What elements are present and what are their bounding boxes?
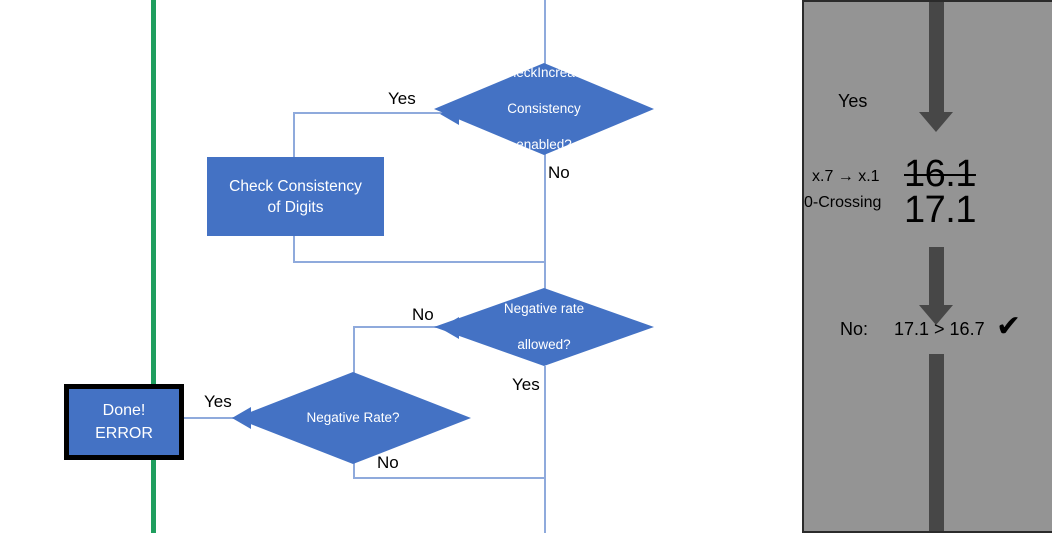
- process-check-consistency-of-digits[interactable]: Check Consistency of Digits: [207, 157, 384, 236]
- panel-rounding-label: x.7 → x.1: [812, 168, 880, 185]
- edge-label-negative-allowed-no: No: [412, 305, 434, 324]
- edge-label-negative-rate-no: No: [377, 453, 399, 472]
- connector-negative-allowed-no-down: [353, 326, 355, 374]
- edge-label-checkincrease-yes: Yes: [388, 89, 416, 108]
- panel-yes-label: Yes: [838, 91, 868, 111]
- panel-zero-crossing-label: 0-Crossing: [804, 194, 882, 211]
- connector-checkincrease-yes-horizontal: [293, 112, 445, 114]
- annotation-panel: Yes x.7 → x.1 0-Crossing 16.1 17.1 No: 1…: [802, 0, 1052, 533]
- process-check-consistency-text: Check Consistency of Digits: [229, 176, 362, 218]
- panel-arrow-middle-shaft: [929, 247, 944, 307]
- connector-checkincrease-yes-down: [293, 112, 295, 157]
- connector-top-spine: [544, 0, 546, 74]
- terminator-done-label: Done!: [102, 402, 146, 419]
- panel-comparison-prefix: No:: [840, 319, 869, 339]
- panel-value-result: 17.1: [904, 189, 976, 231]
- terminator-error-label: ERROR: [95, 425, 153, 442]
- panel-value-struck: 16.1: [904, 153, 976, 195]
- connector-negative-rate-no-down: [353, 463, 355, 479]
- decision-negative-rate-allowed-line2: allowed?: [517, 337, 571, 352]
- panel-arrow-middle-head-icon: [919, 305, 953, 325]
- connector-consistency-box-down: [293, 236, 295, 262]
- decision-negative-rate-allowed[interactable]: Negative rate allowed?: [434, 288, 654, 366]
- decision-check-increase-line3: enabled?: [516, 137, 572, 152]
- decision-check-increase-consistency[interactable]: CheckIncrease Consistency enabled?: [434, 63, 654, 155]
- connector-negative-allowed-yes-down: [544, 366, 546, 478]
- process-check-consistency-line1: Check Consistency: [229, 177, 362, 195]
- check-mark-icon: ✔: [996, 310, 1022, 343]
- connector-spine-to-negative-allowed: [544, 261, 546, 300]
- decision-negative-rate-allowed-line1: Negative rate: [503, 301, 585, 316]
- decision-negative-rate[interactable]: Negative Rate?: [235, 372, 471, 464]
- connector-checkincrease-no-down: [544, 154, 546, 262]
- green-guide-line: [151, 0, 156, 533]
- panel-comparison-expression: 17.1 > 16.7: [894, 319, 985, 339]
- process-check-consistency-line2: of Digits: [267, 198, 324, 216]
- connector-done-error-yes: [174, 417, 236, 419]
- edge-label-negative-allowed-yes: Yes: [512, 375, 540, 394]
- decision-check-increase-line1: CheckIncrease: [498, 65, 590, 80]
- panel-arrow-top-head-icon: [919, 112, 953, 132]
- connector-bottom-spine: [544, 477, 546, 533]
- connector-consistency-return-horizontal: [293, 261, 546, 263]
- terminator-done-error[interactable]: Done! ERROR: [64, 384, 184, 460]
- decision-check-increase-line2: Consistency: [507, 101, 581, 116]
- panel-arrow-bottom-shaft: [929, 354, 944, 531]
- panel-arrow-top-shaft: [929, 2, 944, 112]
- decision-check-increase-text: CheckIncrease Consistency enabled?: [487, 64, 601, 154]
- edge-label-checkincrease-no: No: [548, 163, 570, 182]
- edge-label-negative-rate-yes: Yes: [204, 392, 232, 411]
- decision-negative-rate-allowed-text: Negative rate allowed?: [492, 300, 596, 354]
- decision-negative-rate-text: Negative Rate?: [306, 410, 400, 425]
- connector-negative-allowed-no-horizontal: [353, 326, 445, 328]
- connector-negative-rate-no-horizontal: [353, 477, 546, 479]
